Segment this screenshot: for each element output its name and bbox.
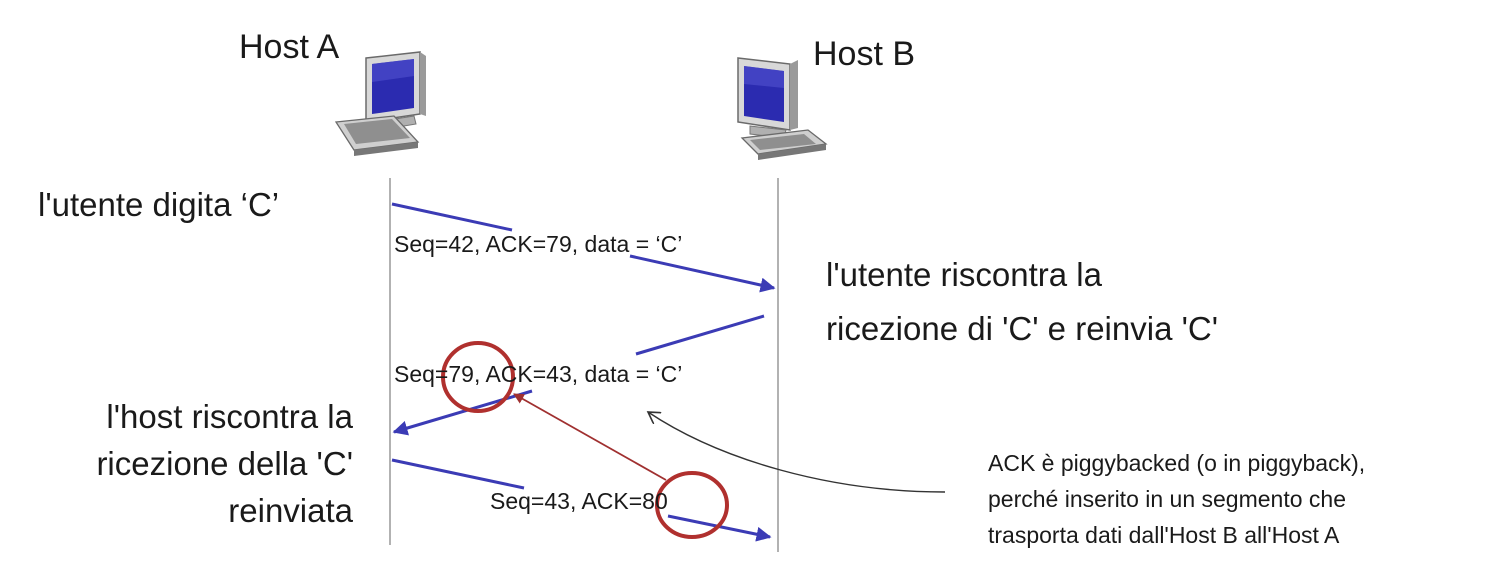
message-arrow-1 (391, 202, 776, 293)
piggyback-note-line2: perché inserito in un segmento che (988, 486, 1346, 512)
host-a-label: Host A (239, 28, 340, 66)
event-a-ack-line3: reinviata (228, 492, 353, 529)
callout-pointer (648, 412, 946, 493)
piggyback-note-line1: ACK è piggybacked (o in piggyback), (988, 450, 1366, 476)
message-arrow-2 (392, 314, 765, 436)
correlation-arrow (513, 393, 667, 481)
desktop-computer-icon (334, 51, 426, 156)
event-a-ack-line2: ricezione della 'C' (96, 445, 353, 482)
piggyback-note-line3: trasporta dati dall'Host B all'Host A (988, 522, 1340, 548)
highlight-circle-seq79 (441, 341, 515, 413)
event-a-ack-line1: l'host riscontra la (106, 398, 353, 435)
host-b-label: Host B (813, 35, 916, 73)
event-b-receives-line1: l'utente riscontra la (826, 256, 1102, 293)
event-b-receives-line2: ricezione di 'C' e reinvia 'C' (826, 310, 1219, 347)
segment-label-3: Seq=43, ACK=80 (490, 488, 668, 514)
segment-label-1: Seq=42, ACK=79, data = ‘C’ (394, 231, 683, 257)
highlight-circle-ack80 (655, 471, 729, 539)
desktop-computer-icon (737, 57, 828, 160)
event-user-types: l'utente digita ‘C’ (38, 186, 280, 223)
segment-label-2: Seq=79, ACK=43, data = ‘C’ (394, 361, 683, 387)
